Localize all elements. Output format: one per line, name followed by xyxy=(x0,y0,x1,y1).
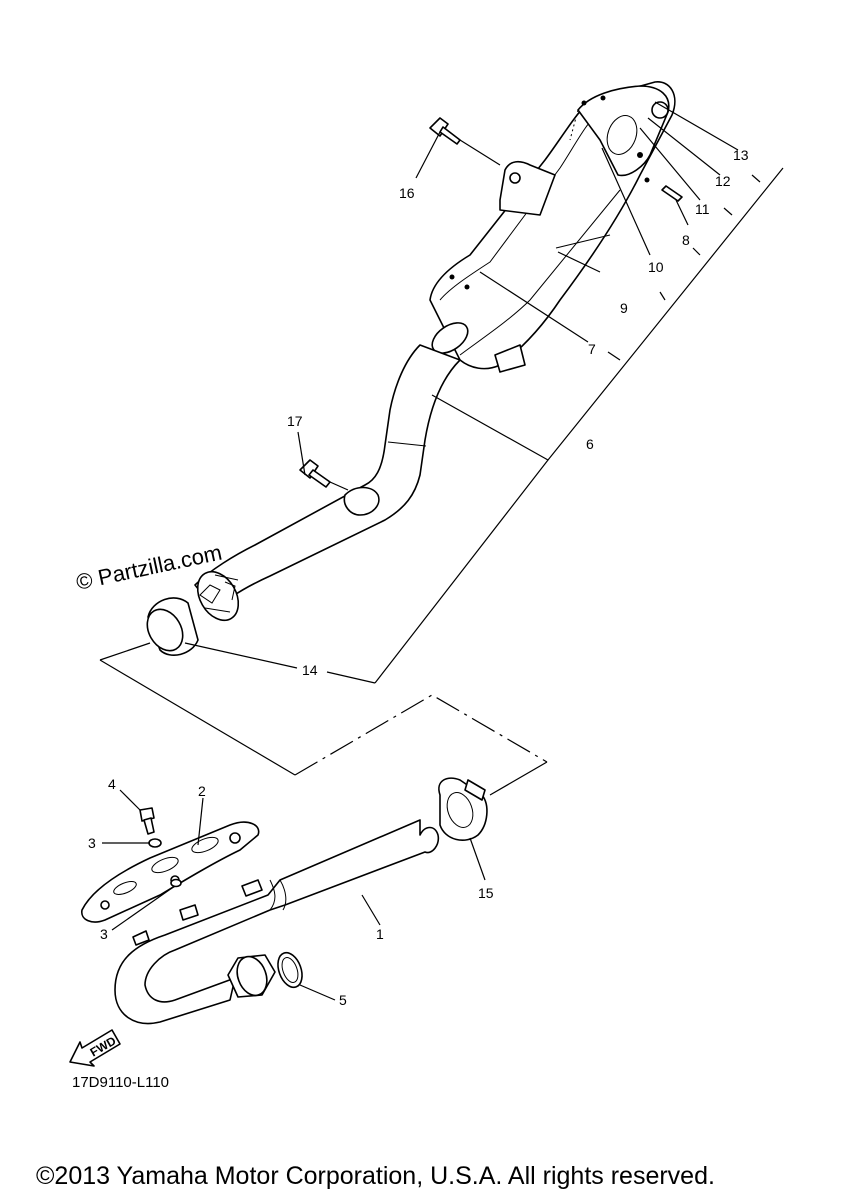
copyright-text: ©2013 Yamaha Motor Corporation, U.S.A. A… xyxy=(36,1162,715,1190)
bolt-4[interactable] xyxy=(139,807,155,835)
callout-14: 14 xyxy=(302,662,318,678)
callout-5: 5 xyxy=(339,992,347,1008)
callout-4: 4 xyxy=(108,776,116,792)
callouts: 13 12 11 8 10 9 7 6 16 17 14 4 2 3 3 1 1… xyxy=(88,147,749,1008)
mid-pipe[interactable] xyxy=(189,344,461,628)
callout-3-upper: 3 xyxy=(88,835,96,851)
callout-6: 6 xyxy=(586,436,594,452)
callout-16: 16 xyxy=(399,185,415,201)
diagram-code: 17D9110-L110 xyxy=(72,1074,169,1091)
screw-8[interactable] xyxy=(661,185,683,202)
callout-10: 10 xyxy=(648,259,664,275)
callout-7: 7 xyxy=(588,341,596,357)
callout-17: 17 xyxy=(287,413,303,429)
exhaust-clamp[interactable] xyxy=(438,777,488,841)
washer-3-upper[interactable] xyxy=(148,838,162,848)
leader-lines xyxy=(99,101,784,1001)
callout-1: 1 xyxy=(376,926,384,942)
callout-2: 2 xyxy=(198,783,206,799)
gasket-14[interactable] xyxy=(140,597,199,657)
callout-11: 11 xyxy=(695,201,710,217)
callout-15: 15 xyxy=(478,885,494,901)
washer-3-lower[interactable] xyxy=(170,878,182,888)
callout-9: 9 xyxy=(620,300,628,316)
fwd-arrow-icon: FWD xyxy=(69,1029,121,1067)
heat-protector[interactable] xyxy=(81,821,260,923)
bolt-16[interactable] xyxy=(429,117,461,145)
callout-12: 12 xyxy=(715,173,731,189)
muffler-assembly[interactable] xyxy=(427,81,676,373)
exhaust-header-pipe[interactable] xyxy=(114,819,440,1025)
gasket-5[interactable] xyxy=(274,949,307,990)
callout-3-lower: 3 xyxy=(100,926,108,942)
callout-8: 8 xyxy=(682,232,690,248)
callout-13: 13 xyxy=(733,147,749,163)
